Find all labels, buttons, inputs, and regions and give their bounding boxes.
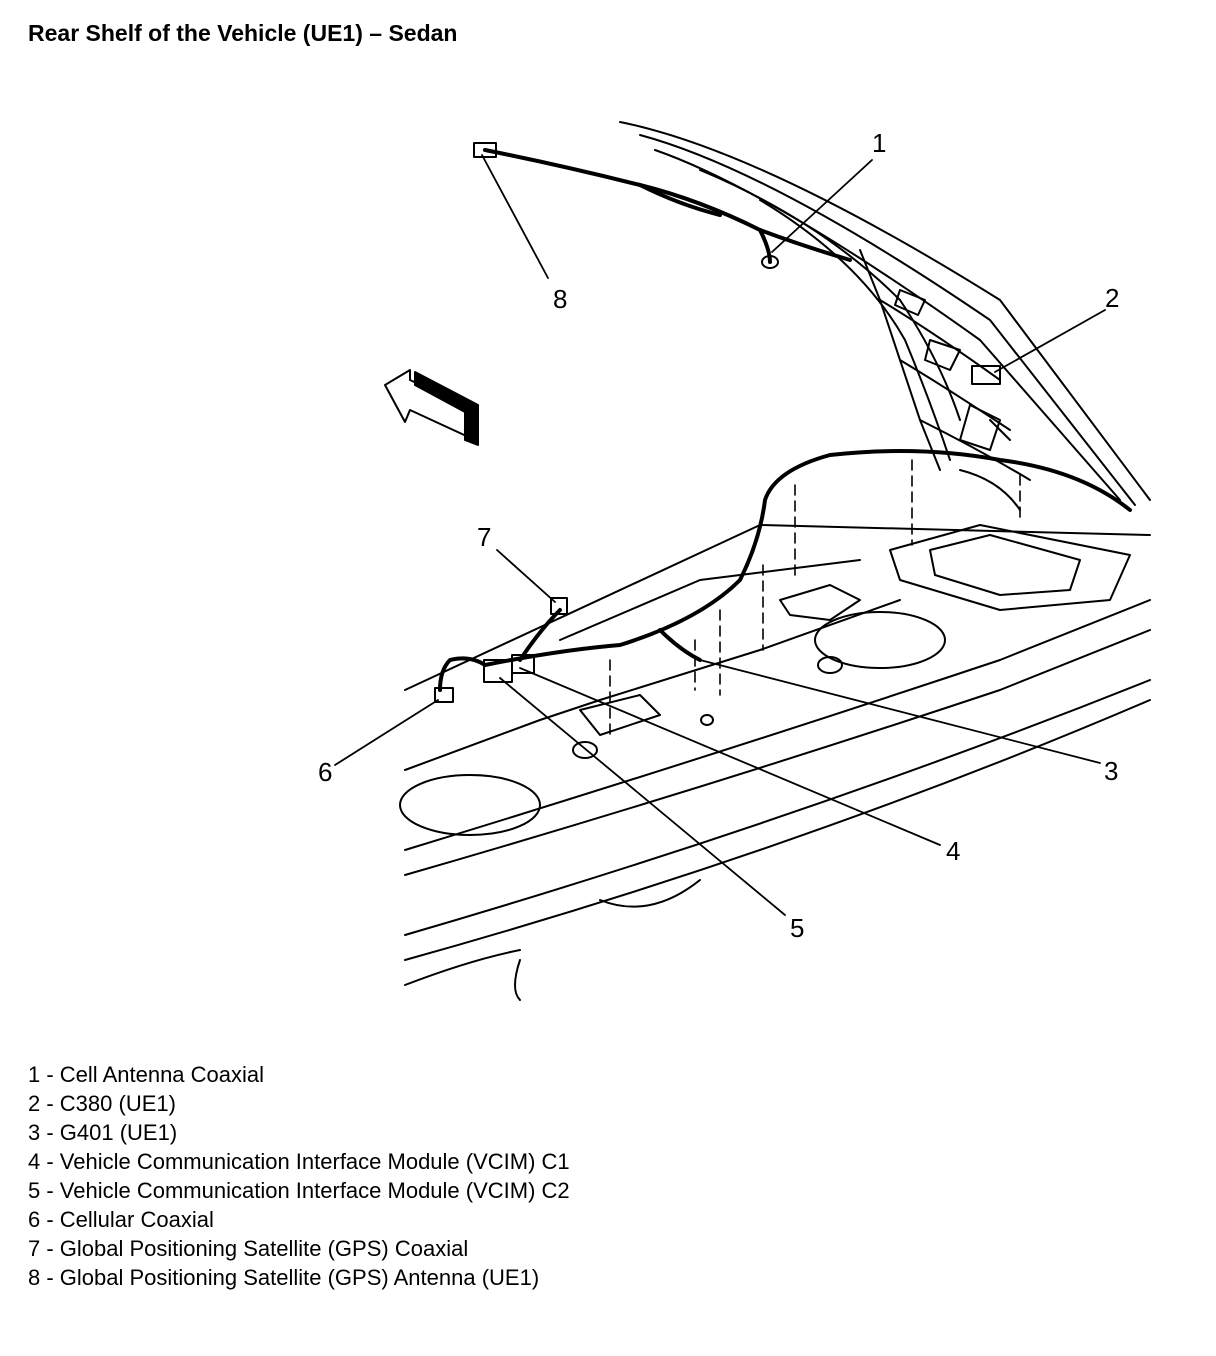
callout-7: 7	[477, 522, 491, 552]
front-direction-arrow	[384, 369, 479, 446]
cell-antenna-connector	[761, 255, 779, 269]
callout-3: 3	[1104, 756, 1118, 786]
rear-shelf-panel	[399, 524, 1151, 1001]
c380-connector	[971, 365, 1001, 385]
callout-6: 6	[318, 757, 332, 787]
legend-item: 6 - Cellular Coaxial	[28, 1207, 214, 1232]
legend-item: 1 - Cell Antenna Coaxial	[28, 1062, 265, 1087]
cellular-coaxial-connector	[434, 687, 454, 703]
legend-item: 7 - Global Positioning Satellite (GPS) C…	[28, 1236, 469, 1261]
gps-coaxial-connector	[550, 597, 568, 615]
callout-leaders	[334, 154, 1106, 916]
callout-4: 4	[946, 836, 960, 866]
legend-item: 8 - Global Positioning Satellite (GPS) A…	[28, 1265, 540, 1290]
callout-5: 5	[790, 913, 804, 943]
legend-item: 4 - Vehicle Communication Interface Modu…	[28, 1149, 570, 1174]
fastener-guides	[609, 459, 1021, 741]
legend-item: 2 - C380 (UE1)	[28, 1091, 176, 1116]
g401-ground	[700, 714, 714, 726]
wiring-harness	[438, 148, 1132, 692]
callout-1: 1	[872, 128, 886, 158]
shelf-stud	[572, 741, 598, 759]
callout-8: 8	[553, 284, 567, 314]
page-title: Rear Shelf of the Vehicle (UE1) – Sedan	[28, 20, 458, 46]
legend-item: 5 - Vehicle Communication Interface Modu…	[28, 1178, 570, 1203]
callout-2: 2	[1105, 283, 1119, 313]
legend-item: 3 - G401 (UE1)	[28, 1120, 178, 1145]
vcim-c1-connector	[511, 654, 535, 674]
gps-antenna-connector	[473, 142, 497, 158]
rear-window-frame	[619, 121, 1151, 511]
connectors	[434, 142, 1001, 759]
component-legend: 1 - Cell Antenna Coaxial 2 - C380 (UE1) …	[28, 1060, 570, 1292]
shelf-stud	[817, 656, 843, 674]
